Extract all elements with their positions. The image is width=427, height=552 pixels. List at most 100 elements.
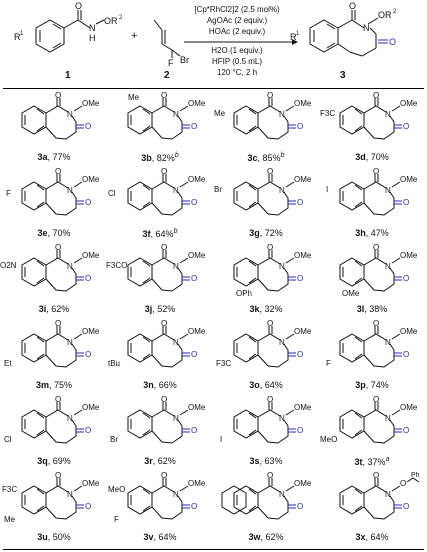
substituent-label: MeO xyxy=(320,435,337,444)
compound-id: 3e xyxy=(37,228,48,238)
n-label: N xyxy=(67,414,73,423)
reactant-2-br: Br xyxy=(180,55,189,65)
skeleton-3w xyxy=(233,478,295,520)
reactant-1-label: 1 xyxy=(65,70,71,81)
compound-note: b xyxy=(174,152,179,159)
n-label: N xyxy=(173,490,179,499)
lactam-o-label: O xyxy=(191,122,197,131)
ome-label: OMe xyxy=(82,403,100,412)
compound-id: 3j xyxy=(144,304,153,314)
skeleton-3e xyxy=(21,174,83,216)
skeleton-3d xyxy=(339,98,401,140)
carbonyl-o-label: O xyxy=(55,92,61,100)
reactant-2-f: F xyxy=(168,58,174,68)
compound-id: 3q xyxy=(37,456,48,466)
ome-label: OMe xyxy=(188,99,206,108)
skeleton-3n xyxy=(127,326,189,368)
compound-id: 3h xyxy=(355,228,366,238)
compound-yield: , 37% xyxy=(362,457,386,467)
ome-label: OMe xyxy=(400,327,418,336)
ome-label: OMe xyxy=(400,99,418,108)
skeleton-3k xyxy=(233,250,295,292)
plus-sign: + xyxy=(131,30,137,42)
reactant-2-label: 2 xyxy=(164,70,170,81)
n-label: N xyxy=(385,186,391,195)
substituent-label: F3C xyxy=(320,109,335,118)
lactam-o-label: O xyxy=(403,122,409,131)
compound-yield: , 70% xyxy=(365,152,389,162)
skeleton-3t xyxy=(339,402,401,444)
compound-id: 3l xyxy=(356,304,365,314)
compound-id: 3i xyxy=(38,304,47,314)
compound-id: 3f xyxy=(142,229,151,239)
carbonyl-o-label: O xyxy=(161,244,167,252)
carbonyl-o-label: O xyxy=(55,244,61,252)
compound-id: 3n xyxy=(143,380,154,390)
compound-caption: 3v, 64% xyxy=(110,532,210,542)
lactam-o-label: O xyxy=(191,426,197,435)
skeleton-3p xyxy=(339,326,401,368)
compound-yield: , 74% xyxy=(365,380,389,390)
reactant-1-or2-sup: 2 xyxy=(119,15,123,21)
substituent-label: I xyxy=(220,435,222,444)
n-label: N xyxy=(173,110,179,119)
substituent-label: O2N xyxy=(0,261,17,270)
compound-yield: , 62% xyxy=(46,304,70,314)
product-3-n: N xyxy=(363,23,370,33)
reactant-1-h: H xyxy=(89,33,96,43)
reactant-2-structure xyxy=(153,19,181,58)
compound-caption: 3m, 75% xyxy=(4,380,104,390)
skeleton-3x xyxy=(339,478,401,520)
compound-yield: , 69% xyxy=(47,456,71,466)
conditions-line-1: [Cp*RhCl2]2 (2.5 mol%) xyxy=(194,5,280,14)
compound-yield: , 72% xyxy=(259,228,283,238)
ome-label: OMe xyxy=(294,99,312,108)
compound-caption: 3r, 62% xyxy=(110,456,210,466)
substituent-label: F xyxy=(6,189,11,198)
carbonyl-o-label: O xyxy=(267,320,273,328)
n-label: N xyxy=(385,414,391,423)
reaction-arrow-head xyxy=(292,39,298,45)
product-3-r1-sup: 1 xyxy=(296,31,300,37)
compound-note: b xyxy=(173,228,178,235)
n-label: N xyxy=(67,262,73,271)
compound-yield: , 62% xyxy=(260,532,284,542)
carbonyl-o-label: O xyxy=(55,396,61,404)
compound-caption: 3g, 72% xyxy=(216,228,316,238)
ome-label: OMe xyxy=(188,251,206,260)
substituent-label: F xyxy=(114,515,119,524)
conditions-line-2: AgOAc (2 equiv.) xyxy=(206,16,268,25)
carbonyl-o-label: O xyxy=(55,168,61,176)
lactam-o-label: O xyxy=(403,502,409,511)
substituent-label: Br xyxy=(214,185,222,194)
compound-caption: 3p, 74% xyxy=(322,380,422,390)
lactam-o-label: O xyxy=(191,350,197,359)
carbonyl-o-label: O xyxy=(161,472,167,480)
carbonyl-o-label: O xyxy=(373,168,379,176)
compound-yield: , 64% xyxy=(153,532,177,542)
lactam-o-label: O xyxy=(403,274,409,283)
lactam-o-label: O xyxy=(297,502,303,511)
compound-caption: 3u, 50% xyxy=(4,532,104,542)
product-3-o2: O xyxy=(389,37,396,47)
compound-id: 3d xyxy=(355,152,366,162)
compound-yield: , 62% xyxy=(152,456,176,466)
compound-caption: 3c, 85%b xyxy=(216,152,316,163)
carbonyl-o-label: O xyxy=(267,168,273,176)
compound-id: 3x xyxy=(355,532,366,542)
lactam-o-label: O xyxy=(85,122,91,131)
compound-id: 3c xyxy=(247,153,258,163)
product-3-label: 3 xyxy=(340,70,346,81)
compound-caption: 3j, 52% xyxy=(110,304,210,314)
n-label: N xyxy=(279,490,285,499)
